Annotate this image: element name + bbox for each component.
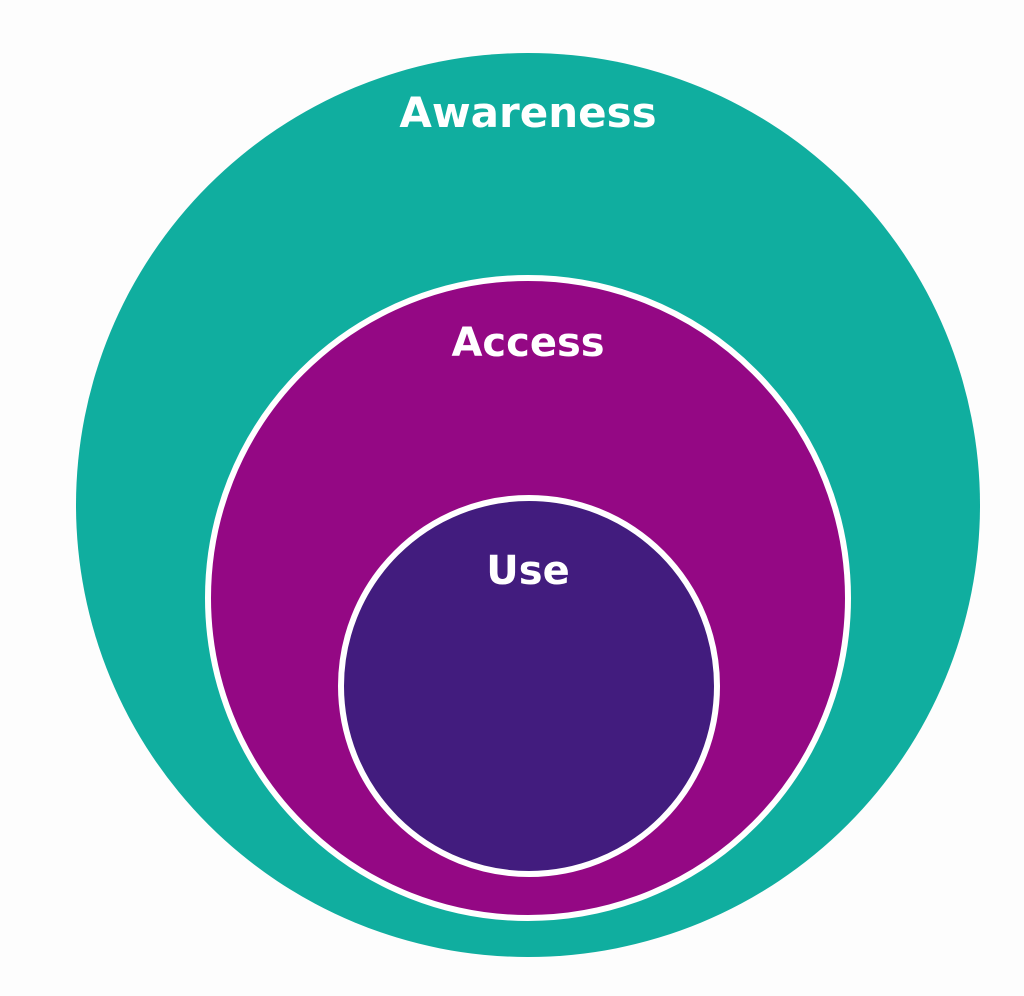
access-label: Access [451, 320, 604, 366]
use-circle [338, 495, 720, 877]
use-label: Use [486, 548, 569, 594]
awareness-label: Awareness [399, 88, 656, 137]
